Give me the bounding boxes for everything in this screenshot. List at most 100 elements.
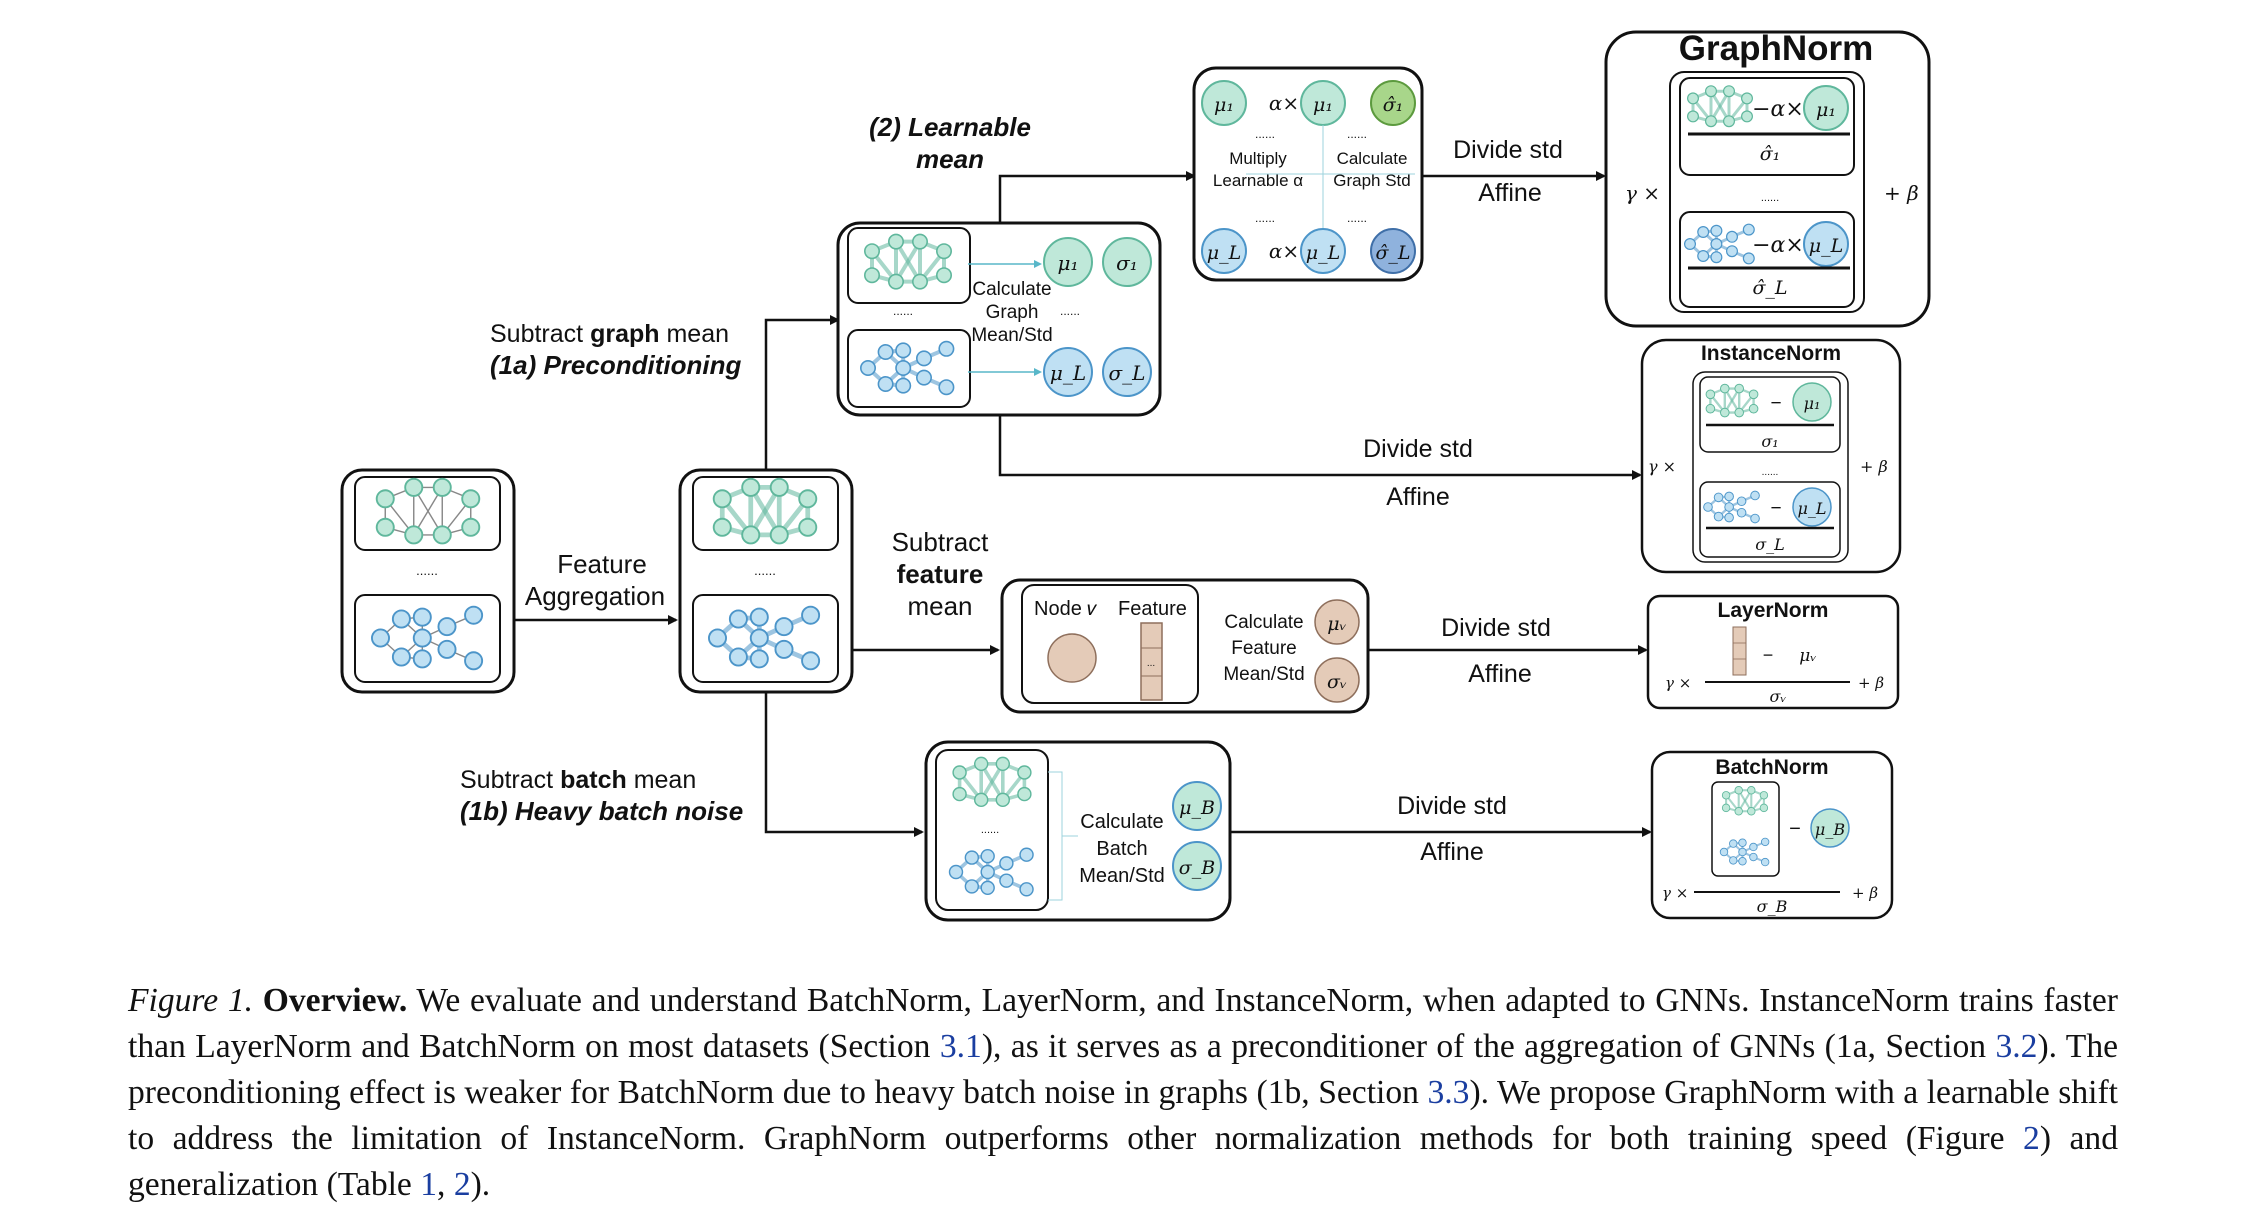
sigma-1-circle (1102, 237, 1152, 287)
subtract-feature-mean-label: feature (897, 559, 984, 589)
graph-node (1019, 882, 1034, 897)
graph-node (1734, 807, 1743, 816)
graph-node (375, 517, 395, 537)
graph-node (1726, 230, 1739, 243)
graph-node (412, 607, 432, 627)
arrow (764, 692, 924, 837)
gamma-times: γ × (1665, 674, 1691, 692)
graph-node (412, 628, 432, 648)
graph-node (1741, 92, 1754, 105)
dots-label: ...... (1762, 467, 1779, 478)
graph-node (375, 489, 395, 509)
caption-text: ), as it serves as a preconditioner of t… (981, 1028, 1996, 1065)
graph-node (1710, 237, 1723, 251)
graph-node (1723, 115, 1736, 128)
graph-node (895, 377, 912, 394)
layernorm-title: LayerNorm (1718, 599, 1829, 622)
feature-aggregation-label: Feature (557, 549, 647, 579)
graph-node (1726, 245, 1739, 258)
graph-node (1713, 511, 1724, 522)
dots-label: ...... (754, 563, 776, 578)
calc-feature-label: Calculate (1224, 612, 1303, 633)
graph-node (1749, 842, 1758, 852)
graph-node (916, 350, 933, 367)
graph-node (1734, 407, 1745, 418)
graph-node (887, 273, 904, 290)
calc-graph-label: Mean/Std (971, 325, 1052, 346)
aggregated-graphs-box: ...... (678, 468, 854, 694)
graph-icon (859, 340, 955, 396)
sigma-hat-1-symbol: σ̂₁ (1760, 143, 1781, 165)
graph-node (728, 647, 748, 667)
calc-graph-std-label: Graph Std (1333, 171, 1411, 190)
graph-icon (863, 233, 953, 290)
graph-icon (712, 477, 818, 545)
divide-std-label: Divide std (1441, 614, 1551, 642)
graph-node (769, 525, 789, 545)
graph-node (912, 273, 929, 290)
caption-text: , (437, 1166, 454, 1203)
section-ref-link[interactable]: 3.3 (1427, 1074, 1470, 1111)
mu-v-symbol: μᵥ (1327, 613, 1346, 635)
graph-node (938, 379, 955, 396)
graph-node (877, 343, 894, 360)
caption-title: Overview. (262, 982, 408, 1019)
graph-node (1759, 803, 1769, 813)
caption-label: Figure 1. (128, 982, 254, 1019)
graph-node (774, 639, 794, 659)
graph-node (1697, 225, 1710, 238)
graph-node (370, 628, 390, 648)
graph-node (1724, 502, 1734, 512)
graph-node (980, 864, 995, 880)
graph-node (712, 517, 732, 537)
graph-node (1703, 502, 1713, 512)
section-ref-link[interactable]: 3.2 (1995, 1028, 2038, 1065)
calc-batch-label: Calculate (1080, 811, 1163, 833)
graph-node (1719, 383, 1730, 394)
graph-node (1750, 490, 1760, 501)
graph-node (712, 489, 732, 509)
graph-node (895, 342, 912, 359)
graph-node (749, 628, 769, 648)
graph-node (948, 864, 964, 880)
graph-node (887, 233, 904, 250)
graph-node (404, 525, 424, 545)
calc-feature-label: Mean/Std (1223, 664, 1304, 685)
graph-node (980, 848, 995, 864)
calc-batch-label: Batch (1096, 838, 1147, 860)
caption-text: ). The preconditioning effect is weaker … (128, 1028, 2119, 1111)
graph-node (964, 850, 980, 865)
dots-label: ...... (416, 563, 438, 578)
sigma-L-symbol: σ_L (1755, 535, 1785, 554)
graph-node (391, 609, 411, 629)
graph-node (1747, 807, 1756, 816)
graph-node (432, 477, 452, 497)
subtract-batch-mean-label: Subtract batch mean (460, 766, 696, 794)
section-ref-link[interactable]: 3.1 (939, 1028, 982, 1065)
graph-node (749, 649, 769, 669)
graph-node (952, 765, 967, 780)
plus-beta: + β (1884, 181, 1919, 205)
graph-node (974, 756, 989, 772)
table-ref-link[interactable]: 1 (420, 1166, 438, 1203)
graph-icon (1721, 786, 1769, 816)
caption-text: We evaluate and understand BatchNorm, La… (128, 982, 2118, 1065)
dots-label: ...... (1347, 211, 1367, 225)
graph-node (1723, 85, 1736, 98)
graph-node (1736, 496, 1747, 507)
input-graphs-box: ...... (340, 468, 516, 694)
graph-node (749, 607, 769, 627)
feature-vector (1140, 622, 1163, 701)
layernorm-box: LayerNorm − μᵥ σᵥ γ × + β (1646, 594, 1900, 710)
minus: − (1770, 393, 1781, 414)
sigma-v-symbol: σᵥ (1327, 671, 1347, 693)
arrow (764, 315, 840, 470)
figure-ref-link[interactable]: 2 (2023, 1120, 2040, 1157)
table-ref-link[interactable]: 2 (453, 1166, 471, 1203)
graph-node (1719, 847, 1729, 857)
instancenorm-title: InstanceNorm (1701, 342, 1841, 365)
svg-text:...: ... (1147, 658, 1155, 669)
graph-icon (1705, 383, 1759, 418)
graph-node (1686, 110, 1699, 123)
graph-node (1705, 403, 1716, 414)
